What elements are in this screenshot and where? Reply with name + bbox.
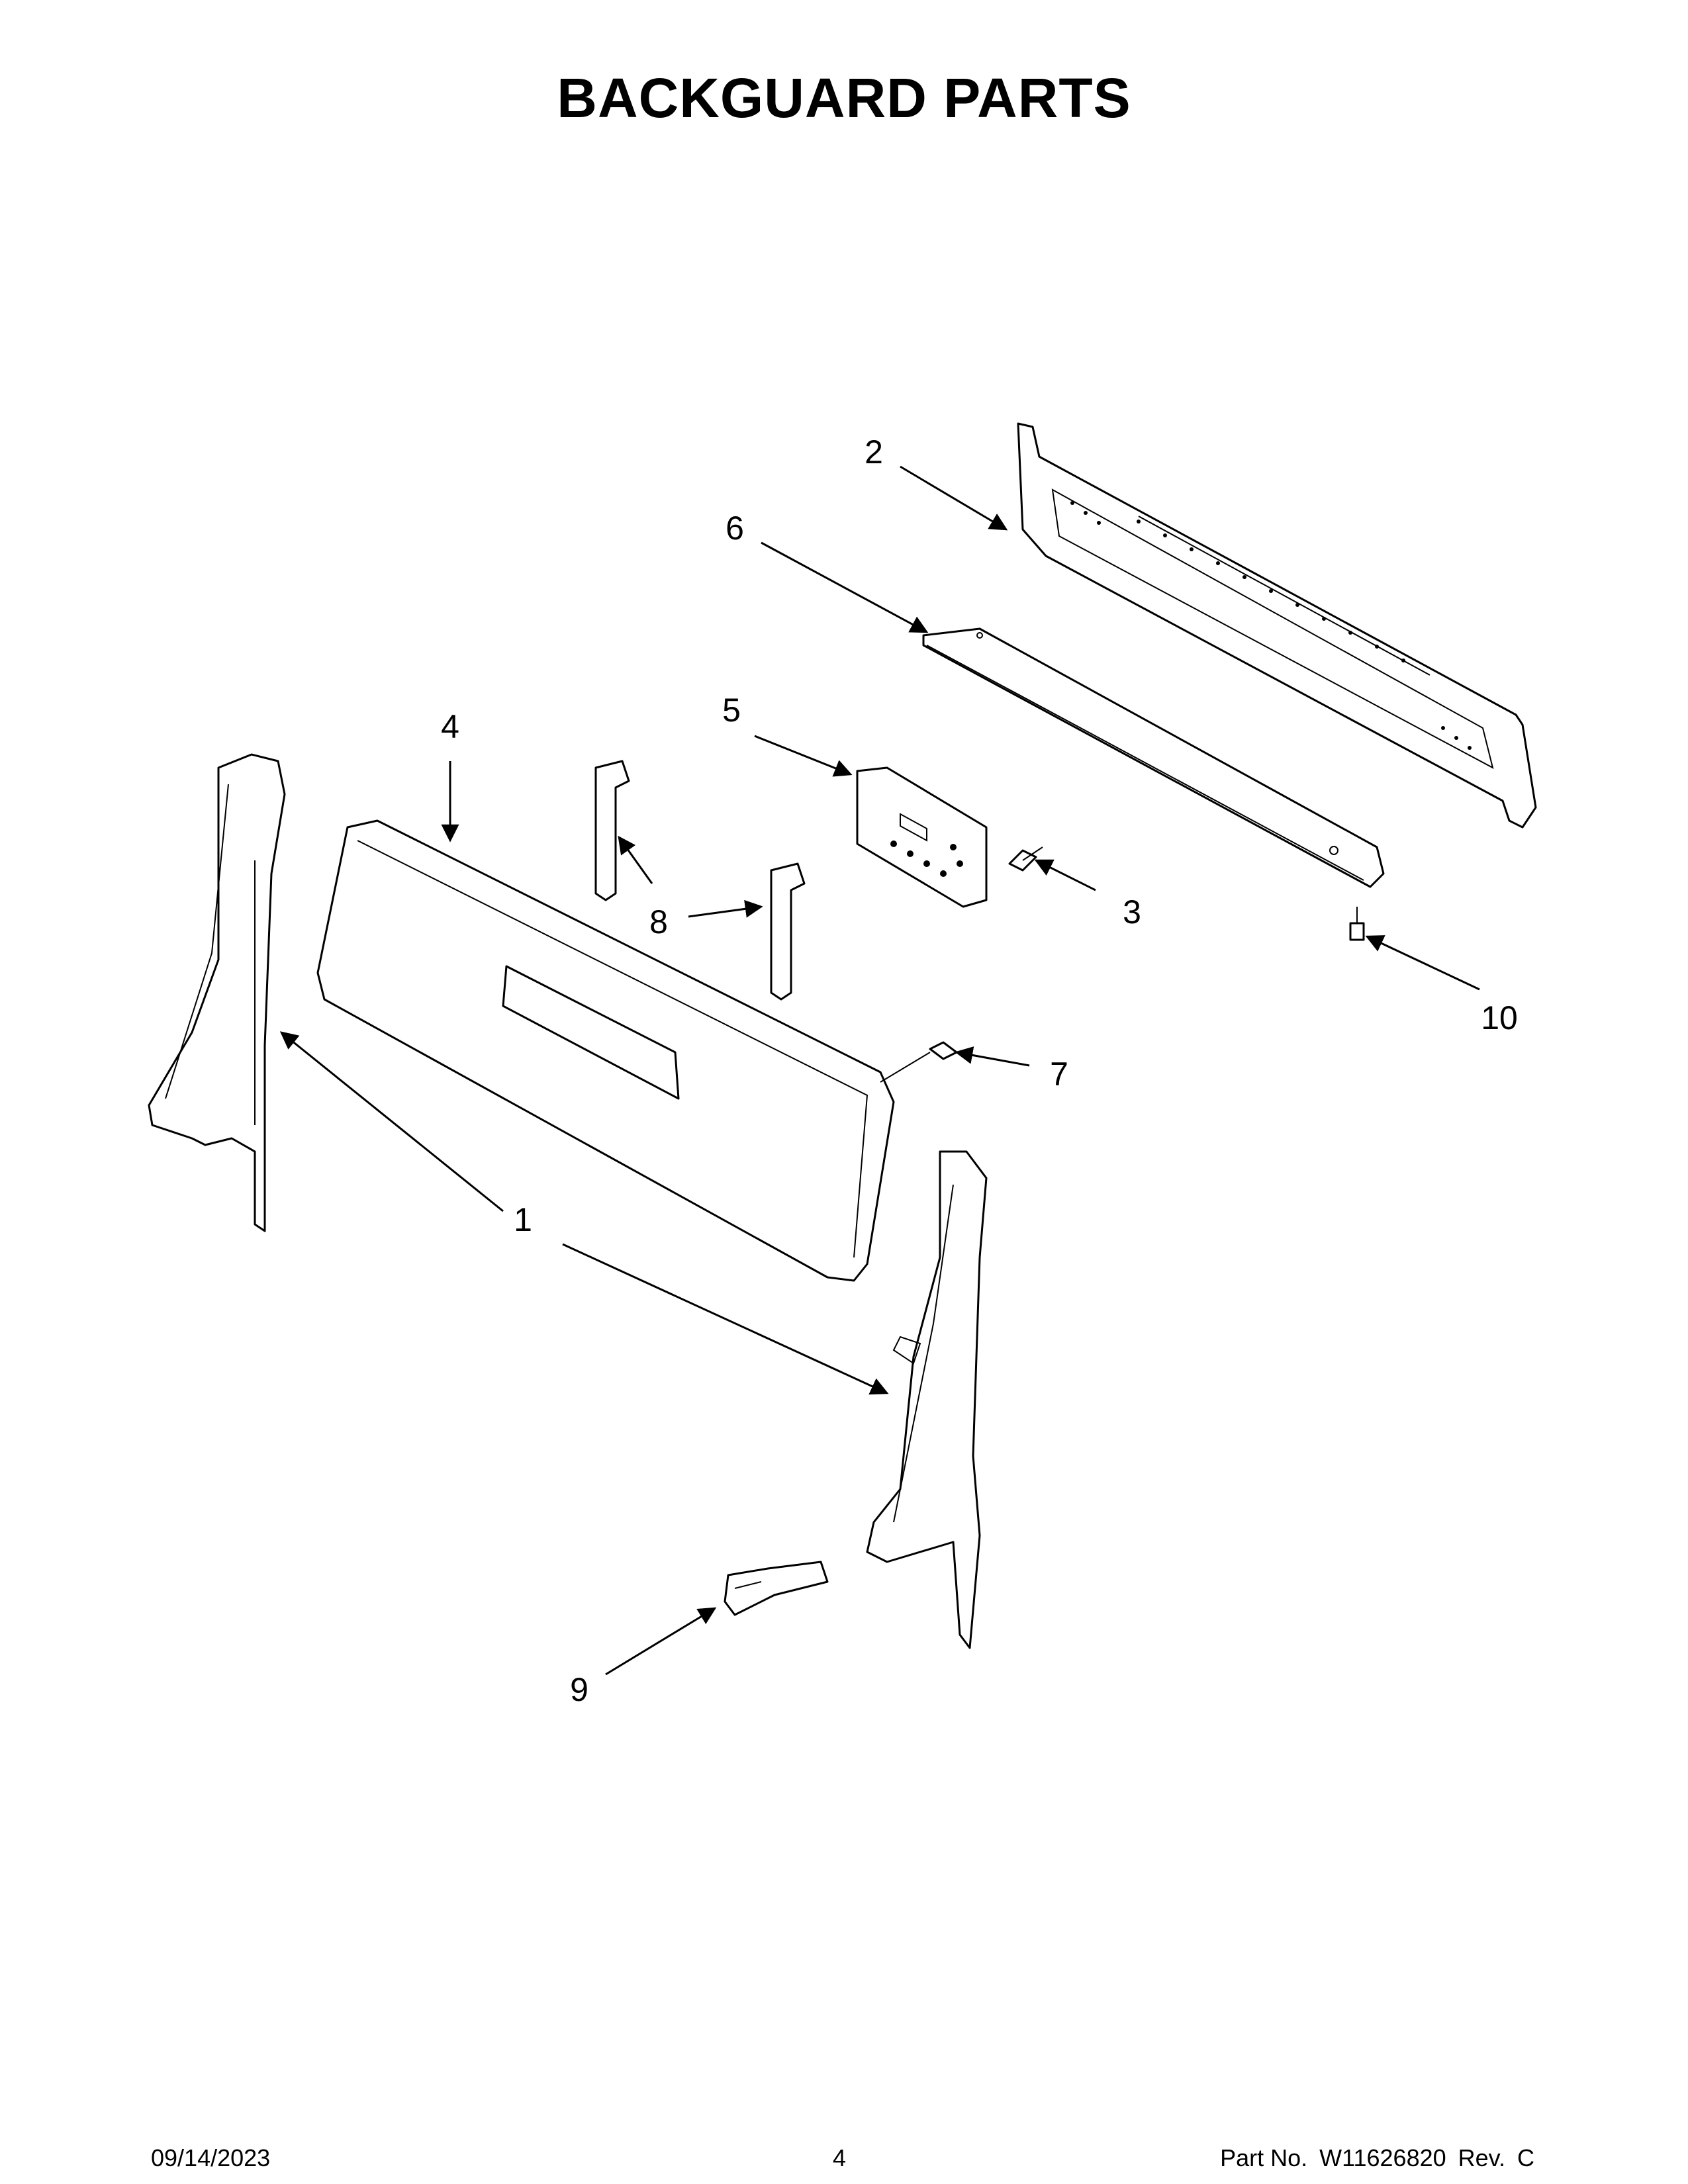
left-end-cap-part [148,753,286,1232]
screw-part-3 [1008,846,1043,872]
callout-8: 8 [649,903,668,940]
callout-3: 3 [1123,893,1141,931]
control-board-part [856,766,988,908]
part-no-label: Part No. [1220,2144,1308,2171]
callout-7: 7 [1050,1056,1068,1093]
callout-4: 4 [441,708,459,745]
rev-label: Rev. [1458,2144,1505,2171]
callout-1: 1 [514,1201,532,1238]
part-no-value: W11626820 [1319,2144,1446,2171]
callout-5: 5 [722,692,741,729]
rear-panel-part [1017,422,1537,829]
callout-2: 2 [865,433,883,471]
control-panel-part [316,819,895,1282]
screw-part-7 [880,1041,958,1083]
bracket-part-9 [724,1561,829,1616]
rev-value: C [1517,2144,1534,2171]
callout-10: 10 [1481,999,1518,1036]
footer-page-number: 4 [833,2144,847,2171]
callout-labels: 1 2 3 4 5 6 7 8 9 10 [441,433,1518,1708]
callout-9: 9 [570,1671,588,1708]
screw-part-10 [1349,907,1365,941]
leader-lines [279,465,1480,1676]
callout-6: 6 [726,510,744,547]
bracket-part-8 [594,760,806,1001]
footer-part-number: Part No. W11626820 Rev. C [1208,2144,1534,2172]
right-end-cap-part [866,1150,988,1649]
support-bracket-part [922,627,1385,888]
footer-date: 09/14/2023 [151,2144,271,2171]
page-title: BACKGUARD PARTS [557,67,1131,129]
